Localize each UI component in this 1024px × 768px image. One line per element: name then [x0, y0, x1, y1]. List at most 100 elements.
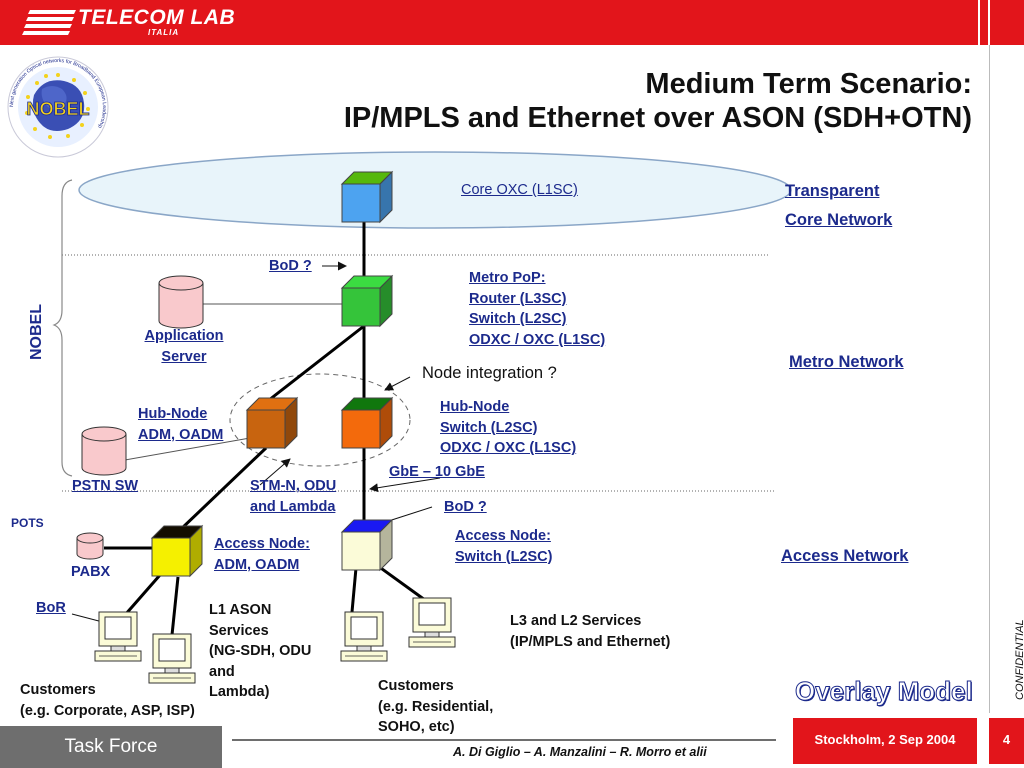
- access-left-label: Access Node: ADM, OADM: [214, 534, 310, 575]
- stm-arrow: [259, 458, 291, 486]
- node-integration-label: Node integration ?: [422, 364, 557, 382]
- hub-left-label: Hub-Node ADM, OADM: [138, 404, 223, 445]
- access-right-label: Access Node: Switch (L2SC): [455, 526, 552, 567]
- access-right-line: Access Node:: [455, 528, 551, 544]
- link-access-customer3: [350, 567, 358, 613]
- access-right-node: [340, 518, 394, 572]
- nobel-logo: NOBEL Next generation Optical networks f…: [7, 56, 109, 158]
- customers-left-label: Customers (e.g. Corporate, ASP, ISP): [20, 680, 195, 721]
- customer-computer-icon: [94, 611, 142, 662]
- l1-services-line: Lambda): [209, 684, 270, 700]
- pabx-label: PABX: [71, 564, 111, 580]
- telecom-lab-logo: TELECOM LAB ITALIA: [20, 6, 250, 40]
- application-server-label: Application Server: [137, 326, 231, 367]
- customers-left-line: Customers: [20, 682, 96, 698]
- customers-right-label: Customers (e.g. Residential, SOHO, etc): [378, 676, 493, 738]
- top-banner: [0, 0, 1024, 45]
- l1-services-label: L1 ASON Services (NG-SDH, ODU and Lambda…: [209, 600, 311, 703]
- metro-pop-node: [340, 274, 394, 328]
- banner-divider: [988, 0, 990, 45]
- metro-network-label: Metro Network: [789, 353, 904, 371]
- core-oxc-label: Core OXC (L1SC): [461, 182, 578, 198]
- pots-label: POTS: [11, 516, 44, 530]
- access-left-line: ADM, OADM: [214, 556, 300, 573]
- core-network-label: Core Network: [785, 211, 893, 229]
- gbe-label: GbE – 10 GbE: [389, 464, 485, 480]
- node-integration-ellipse: [229, 373, 411, 467]
- customers-left-line: (e.g. Corporate, ASP, ISP): [20, 702, 195, 719]
- hub-right-node: [340, 396, 394, 450]
- l3-services-label: L3 and L2 Services (IP/MPLS and Ethernet…: [510, 611, 670, 652]
- transparent-label: Transparent: [785, 182, 880, 200]
- page-title-line-2: IP/MPLS and Ethernet over ASON (SDH+OTN): [343, 102, 972, 134]
- link-access-customer4: [377, 564, 426, 602]
- stm-label: STM-N, ODU and Lambda: [250, 476, 336, 517]
- application-server-database-icon: [158, 275, 204, 329]
- page-title-line-1: Medium Term Scenario:: [645, 68, 972, 100]
- confidential-label: CONFIDENTIAL: [1014, 619, 1024, 700]
- app-server-line: Application: [144, 328, 224, 344]
- nobel-brace: [52, 179, 73, 477]
- customers-right-line: Customers: [378, 678, 454, 694]
- gbe-arrow: [369, 477, 441, 493]
- brand-name: TELECOM LAB: [78, 6, 236, 29]
- metro-pop-line: ODXC / OXC (L1SC): [469, 331, 606, 348]
- link-access-customer1: [123, 574, 162, 616]
- app-server-line: Server: [161, 348, 207, 365]
- hub-right-line: ODXC / OXC (L1SC): [440, 440, 577, 456]
- customer-computer-icon: [340, 611, 388, 662]
- l3-services-line: L3 and L2 Services: [510, 613, 642, 629]
- access-network-label: Access Network: [781, 547, 909, 565]
- customers-right-line: SOHO, etc): [378, 719, 455, 735]
- nobel-label: NOBEL: [28, 304, 45, 360]
- pstn-database-icon: [81, 426, 127, 476]
- node-integration-arrow: [384, 376, 411, 391]
- l1-services-line: L1 ASON: [209, 602, 272, 618]
- core-network-ellipse: [78, 151, 792, 229]
- brand-stripes-icon: [22, 10, 76, 35]
- metro-pop-line: Metro PoP:: [469, 270, 546, 286]
- brand-subtitle: ITALIA: [148, 28, 180, 37]
- overlay-model-label: Overlay Model: [795, 676, 974, 707]
- l3-services-line: (IP/MPLS and Ethernet): [510, 633, 671, 650]
- access-right-line: Switch (L2SC): [455, 548, 553, 565]
- link-pstn: [124, 437, 251, 461]
- hub-right-line: Hub-Node: [440, 399, 510, 415]
- customer-computer-icon: [408, 597, 456, 648]
- bor-label: BoR: [36, 600, 66, 616]
- link-hubleft-accessleft: [178, 446, 268, 532]
- right-margin-line: [989, 45, 990, 713]
- l1-services-line: (NG-SDH, ODU: [209, 643, 312, 659]
- customers-right-line: (e.g. Residential,: [378, 698, 494, 715]
- logo-text: NOBEL: [27, 99, 90, 119]
- authors-label: A. Di Giglio – A. Manzalini – R. Morro e…: [453, 745, 707, 759]
- customer-computer-icon: [148, 633, 196, 684]
- link-metro-hubleft: [268, 324, 365, 402]
- task-force-tab: Task Force: [0, 726, 222, 768]
- bod-label-metro: BoD ?: [269, 258, 312, 274]
- stm-line: STM-N, ODU: [250, 478, 337, 494]
- hub-left-node: [245, 396, 299, 450]
- link-access-customer2: [170, 576, 180, 636]
- hub-left-line: Hub-Node: [138, 406, 208, 422]
- pabx-database-icon: [76, 532, 104, 560]
- metro-pop-line: Router (L3SC): [469, 290, 567, 307]
- access-left-node: [150, 524, 204, 578]
- bod-label-access: BoD ?: [444, 499, 487, 515]
- core-oxc-node: [340, 170, 394, 224]
- hub-left-line: ADM, OADM: [138, 426, 224, 443]
- metro-pop-line: Switch (L2SC): [469, 311, 567, 327]
- banner-divider: [978, 0, 980, 45]
- access-left-line: Access Node:: [214, 536, 310, 552]
- l1-services-line: Services: [209, 622, 269, 639]
- stm-line: and Lambda: [250, 498, 336, 515]
- l1-services-line: and: [209, 663, 235, 680]
- footer-line: [232, 739, 776, 741]
- page-number: 4: [989, 718, 1024, 764]
- hub-right-label: Hub-Node Switch (L2SC) ODXC / OXC (L1SC): [440, 397, 576, 459]
- footer-date: Stockholm, 2 Sep 2004: [793, 718, 977, 764]
- hub-right-line: Switch (L2SC): [440, 419, 538, 436]
- metro-pop-label: Metro PoP: Router (L3SC) Switch (L2SC) O…: [469, 268, 605, 350]
- pstn-label: PSTN SW: [72, 478, 139, 494]
